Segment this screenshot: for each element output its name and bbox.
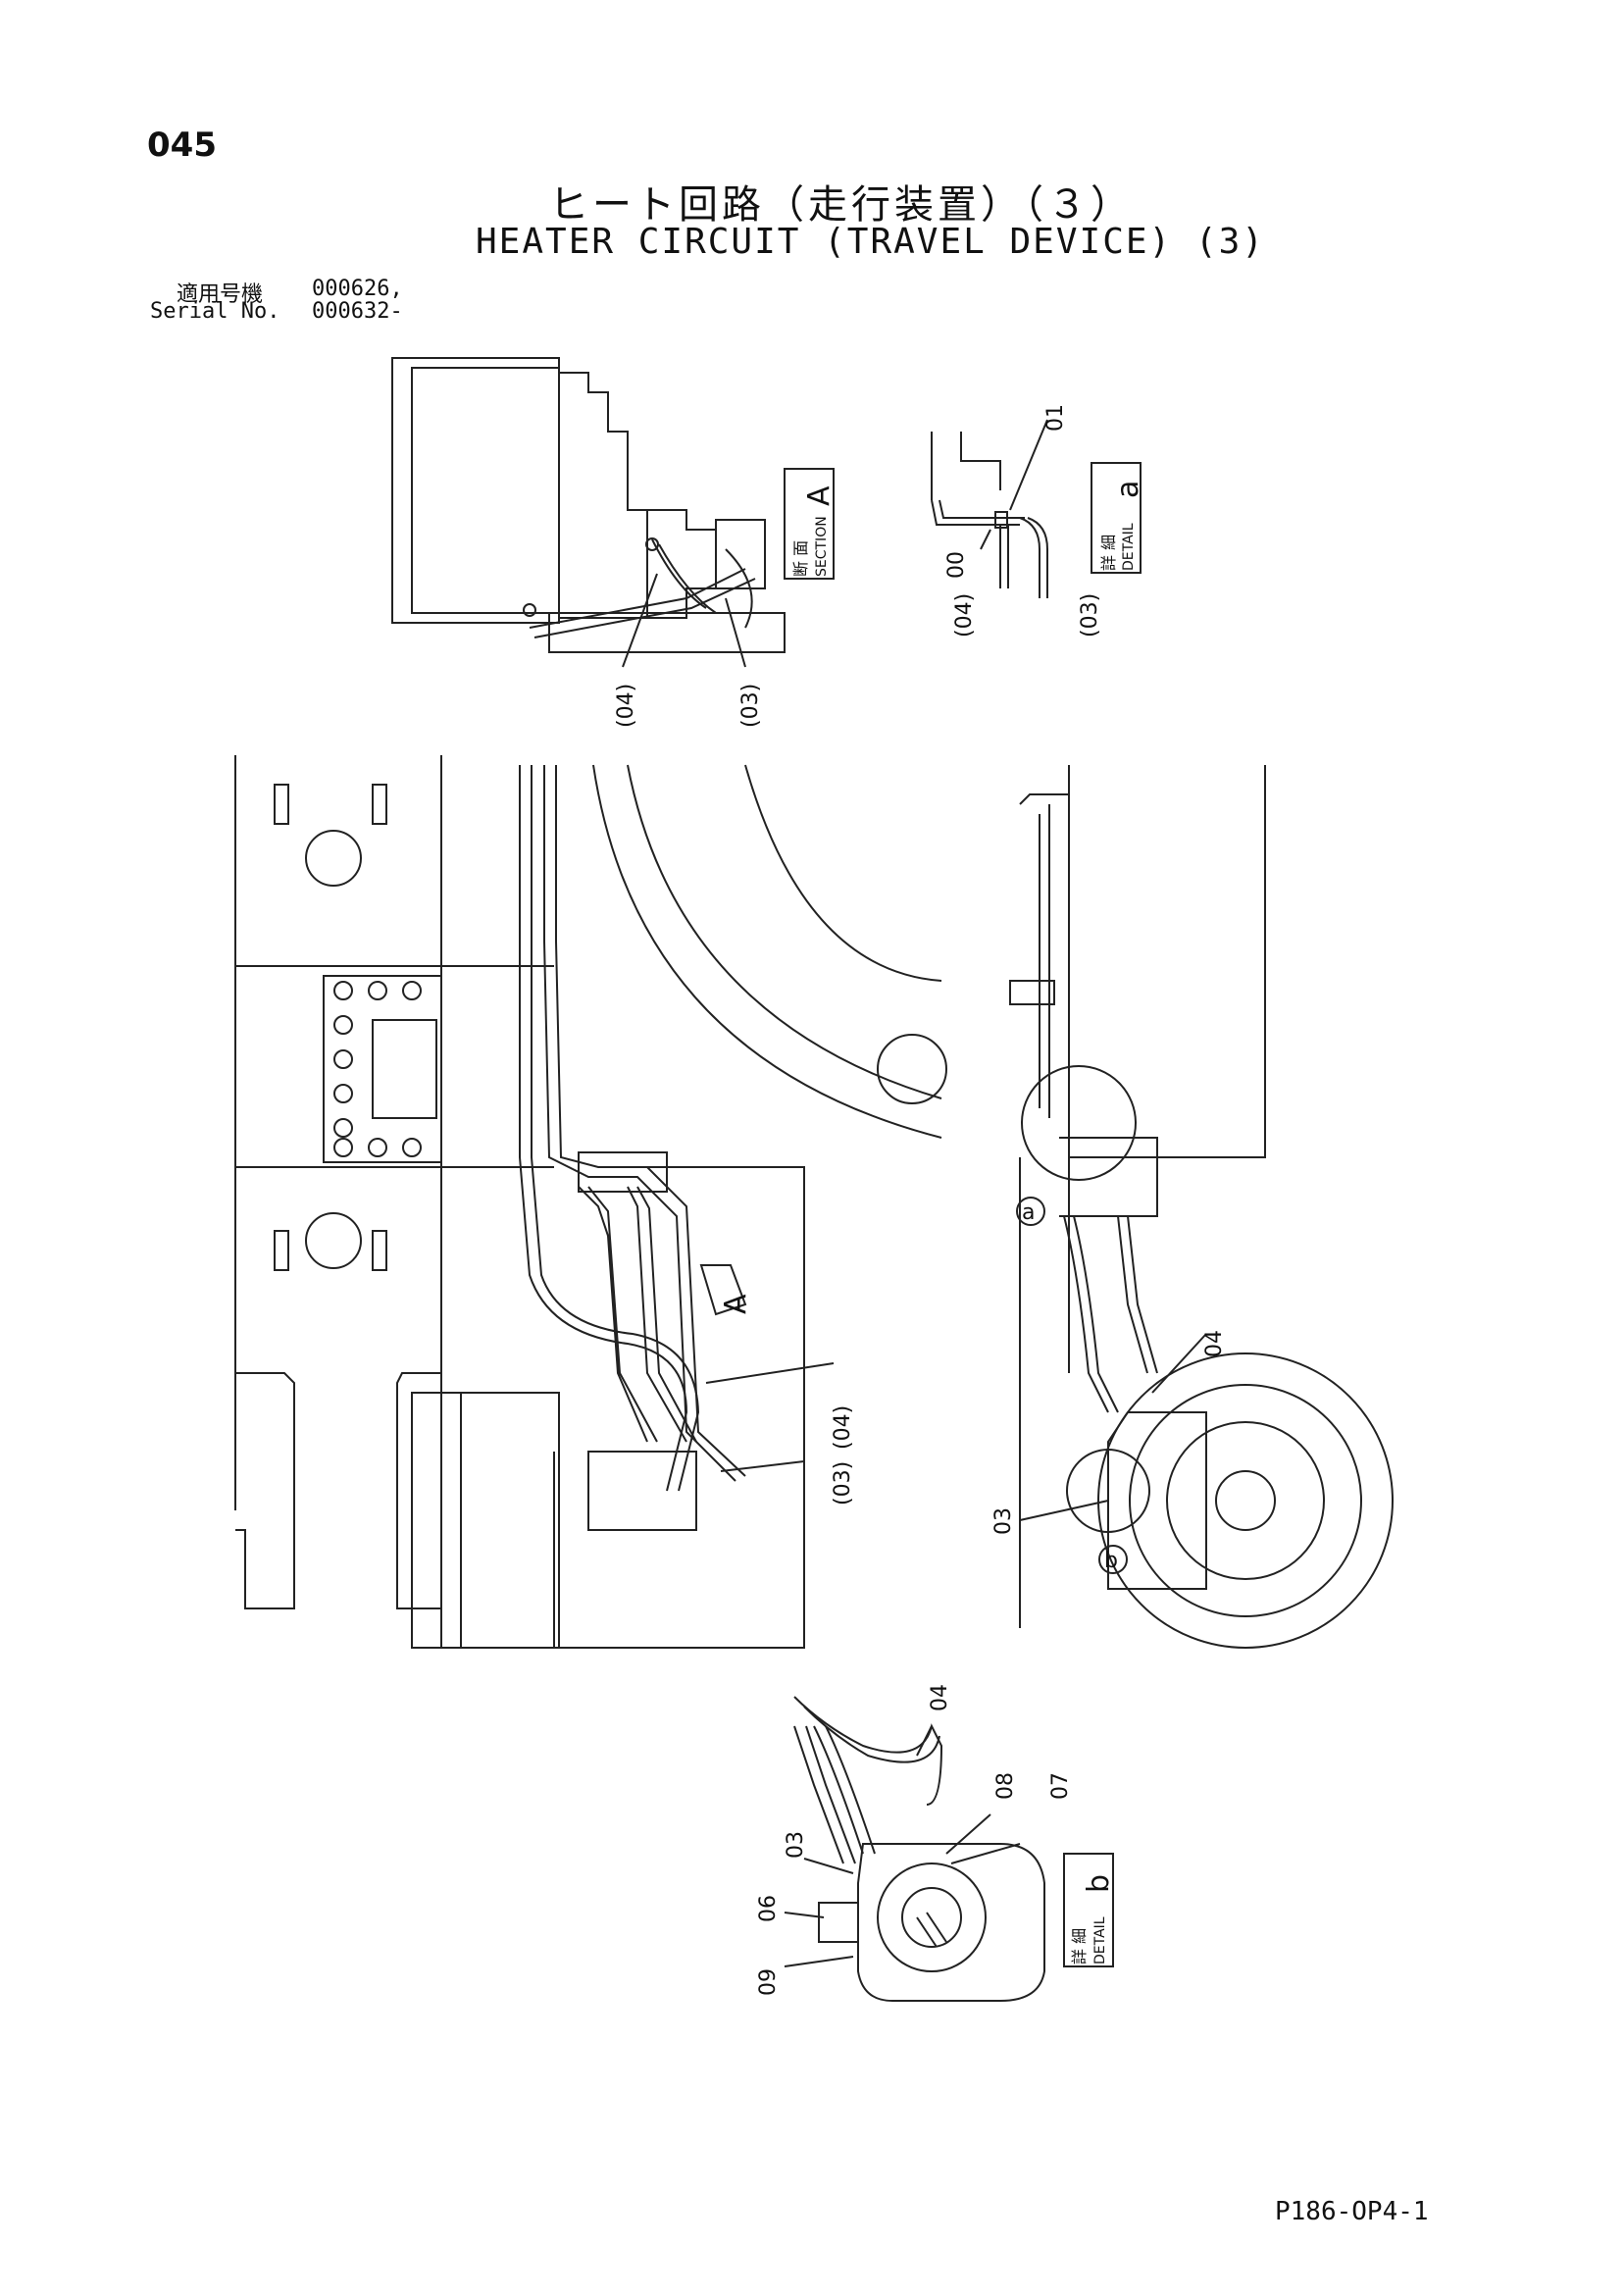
- section-a-callout-03: (03): [738, 684, 763, 728]
- detail-b-callout-06: 06: [756, 1895, 781, 1922]
- section-a-callout-04: (04): [614, 684, 638, 728]
- view-arrow-a: [699, 1264, 747, 1316]
- detail-b-marker-circle: [1066, 1449, 1150, 1533]
- detail-a-callout-00: 00: [944, 551, 969, 579]
- main-hoses: [519, 765, 805, 1649]
- circle-marker-b-letter: b: [1104, 1549, 1118, 1573]
- leader-right-04: [1151, 1333, 1207, 1394]
- section-a-letter: A: [802, 485, 837, 506]
- title-japanese: ヒート回路（走行装置）（３）: [549, 182, 1134, 228]
- serial-label-english: Serial No.: [150, 299, 280, 324]
- main-frame-view: [234, 755, 560, 1649]
- detail-a-label-box: [1091, 462, 1142, 574]
- detail-b-callout-04: 04: [928, 1684, 952, 1711]
- detail-a-view: [931, 432, 1048, 598]
- right-callout-04: 04: [1202, 1330, 1227, 1357]
- circle-marker-a-letter: a: [1022, 1200, 1035, 1225]
- leader-right-03: [1019, 1500, 1109, 1521]
- leader-detail-b-07: [950, 1843, 1021, 1864]
- detail-a-callout-04: (04): [952, 593, 977, 638]
- leader-section-a-04: [622, 573, 658, 668]
- main-callout-03: (03): [831, 1461, 855, 1505]
- detail-b-callout-09: 09: [756, 1968, 781, 1996]
- leader-detail-b-09: [784, 1956, 854, 1967]
- leader-main-04: [705, 1362, 835, 1384]
- leader-detail-a-00: [980, 529, 991, 550]
- detail-a-callout-03: (03): [1078, 593, 1102, 638]
- right-callout-03: 03: [991, 1507, 1016, 1535]
- detail-b-jp-label: 詳 細: [1070, 1928, 1089, 1964]
- right-track-view: [1009, 765, 1394, 1649]
- detail-b-letter: b: [1082, 1874, 1116, 1893]
- leader-section-a-03: [725, 597, 746, 668]
- detail-a-jp-label: 詳 細: [1099, 535, 1118, 571]
- detail-b-view: [793, 1696, 1045, 2002]
- detail-a-letter: a: [1111, 481, 1145, 498]
- section-a-jp-label: 断 面: [791, 540, 810, 577]
- detail-b-callout-07: 07: [1048, 1772, 1073, 1800]
- leader-main-03: [720, 1460, 805, 1472]
- serial-label-japanese: 適用号機: [177, 282, 264, 307]
- view-arrow-letter: A: [719, 1294, 753, 1314]
- section-a-en-label: SECTION: [814, 516, 830, 577]
- circle-marker-b: [1098, 1545, 1128, 1574]
- leader-detail-b-08: [945, 1813, 991, 1855]
- detail-a-en-label: DETAIL: [1121, 523, 1137, 571]
- section-a-view: [391, 357, 786, 653]
- detail-b-label-box: [1063, 1853, 1114, 1967]
- leader-detail-a-01: [1009, 419, 1048, 511]
- detail-b-callout-08: 08: [993, 1772, 1018, 1800]
- section-a-label-box: [784, 468, 835, 580]
- detail-b-en-label: DETAIL: [1092, 1916, 1108, 1964]
- footer-code: P186-OP4-1: [1275, 2197, 1429, 2226]
- leader-detail-b-03: [803, 1858, 854, 1874]
- main-callout-04: (04): [831, 1405, 855, 1450]
- detail-a-callout-01: 01: [1043, 404, 1068, 432]
- leader-detail-b-04: [916, 1725, 933, 1757]
- swing-bearing: [592, 764, 947, 1139]
- detail-a-marker-circle: [1021, 1065, 1137, 1181]
- leader-detail-b-06: [784, 1912, 825, 1918]
- circle-marker-a: [1016, 1197, 1045, 1226]
- serial-value-2: 000632-: [312, 299, 403, 324]
- title-english: HEATER CIRCUIT (TRAVEL DEVICE) (3): [476, 222, 1265, 262]
- serial-value-1: 000626,: [312, 277, 403, 301]
- page-number: 045: [147, 126, 217, 165]
- detail-b-callout-03: 03: [784, 1831, 808, 1859]
